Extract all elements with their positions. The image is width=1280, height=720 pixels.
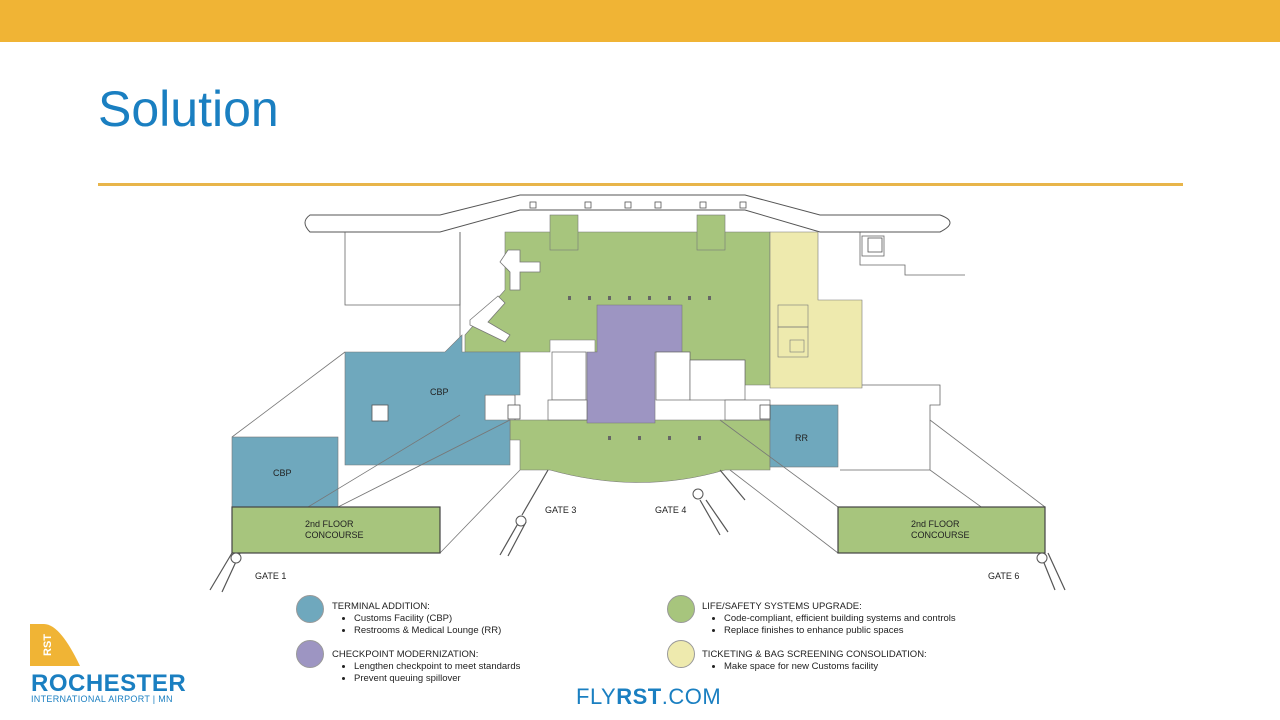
legend-heading: LIFE/SAFETY SYSTEMS UPGRADE:	[702, 601, 862, 612]
legend-bullet: Prevent queuing spillover	[354, 673, 520, 685]
gate3-label: GATE 3	[545, 505, 576, 515]
concourse-right-line1: 2nd FLOOR	[911, 519, 960, 529]
legend-bullet: Make space for new Customs facility	[724, 661, 927, 673]
legend-bullet: Customs Facility (CBP)	[354, 613, 501, 625]
legend-swatch-life-safety	[667, 595, 695, 623]
ticketing-rooms	[777, 304, 809, 358]
legend-bullet: Lengthen checkpoint to meet standards	[354, 661, 520, 673]
rr-label: RR	[795, 433, 808, 443]
url-part-fly: FLY	[576, 684, 617, 709]
baggage-carousels	[469, 249, 541, 343]
concourse-left-line1: 2nd FLOOR	[305, 519, 354, 529]
curbside-canopy	[304, 194, 951, 233]
legend-heading: TERMINAL ADDITION:	[332, 601, 430, 612]
gate4-label: GATE 4	[655, 505, 686, 515]
legend-heading: CHECKPOINT MODERNIZATION:	[332, 649, 479, 660]
logo-name: ROCHESTER	[31, 670, 187, 697]
legend-checkpoint: CHECKPOINT MODERNIZATION: Lengthen check…	[332, 649, 520, 685]
legend-ticketing: TICKETING & BAG SCREENING CONSOLIDATION:…	[702, 649, 927, 673]
legend-heading: TICKETING & BAG SCREENING CONSOLIDATION:	[702, 649, 927, 660]
core-rooms	[547, 351, 771, 421]
title-divider	[98, 183, 1183, 186]
legend-swatch-checkpoint	[296, 640, 324, 668]
page-title: Solution	[98, 81, 279, 137]
checkpoint-area	[586, 304, 683, 424]
logo-mark-text: RST	[42, 634, 54, 656]
concourse-right	[837, 506, 1046, 554]
stairs	[371, 237, 883, 422]
cbp-lower-label: CBP	[273, 468, 292, 478]
footer-website-link[interactable]: FLYRST.COM	[576, 684, 721, 710]
cbp-upper-area	[344, 334, 521, 466]
concourse-right-line2: CONCOURSE	[911, 530, 970, 540]
airport-logo-mark: RST	[30, 624, 80, 666]
concourse-left-line2: CONCOURSE	[305, 530, 364, 540]
gate1-label: GATE 1	[255, 571, 286, 581]
ticketing-area	[769, 231, 863, 389]
life-safety-lower	[509, 419, 771, 483]
logo-subtitle: INTERNATIONAL AIRPORT | MN	[31, 694, 173, 704]
cbp-lower-area	[231, 436, 339, 508]
legend-life-safety: LIFE/SAFETY SYSTEMS UPGRADE: Code-compli…	[702, 601, 956, 637]
legend-bullet: Replace finishes to enhance public space…	[724, 625, 956, 637]
structural-columns	[568, 296, 711, 440]
legend-swatch-ticketing	[667, 640, 695, 668]
concourse-left	[231, 506, 441, 554]
top-accent-bar	[0, 0, 1280, 42]
legend-terminal-addition: TERMINAL ADDITION: Customs Facility (CBP…	[332, 601, 501, 637]
legend-bullet: Restrooms & Medical Lounge (RR)	[354, 625, 501, 637]
url-part-com: .COM	[661, 684, 722, 709]
rr-area	[769, 404, 839, 468]
gate6-label: GATE 6	[988, 571, 1019, 581]
canopy-columns	[529, 201, 747, 209]
url-part-rst: RST	[616, 684, 662, 709]
cbp-upper-label: CBP	[430, 387, 449, 397]
gate-pods	[230, 488, 1048, 564]
legend-bullet: Code-compliant, efficient building syste…	[724, 613, 956, 625]
legend-swatch-terminal-addition	[296, 595, 324, 623]
